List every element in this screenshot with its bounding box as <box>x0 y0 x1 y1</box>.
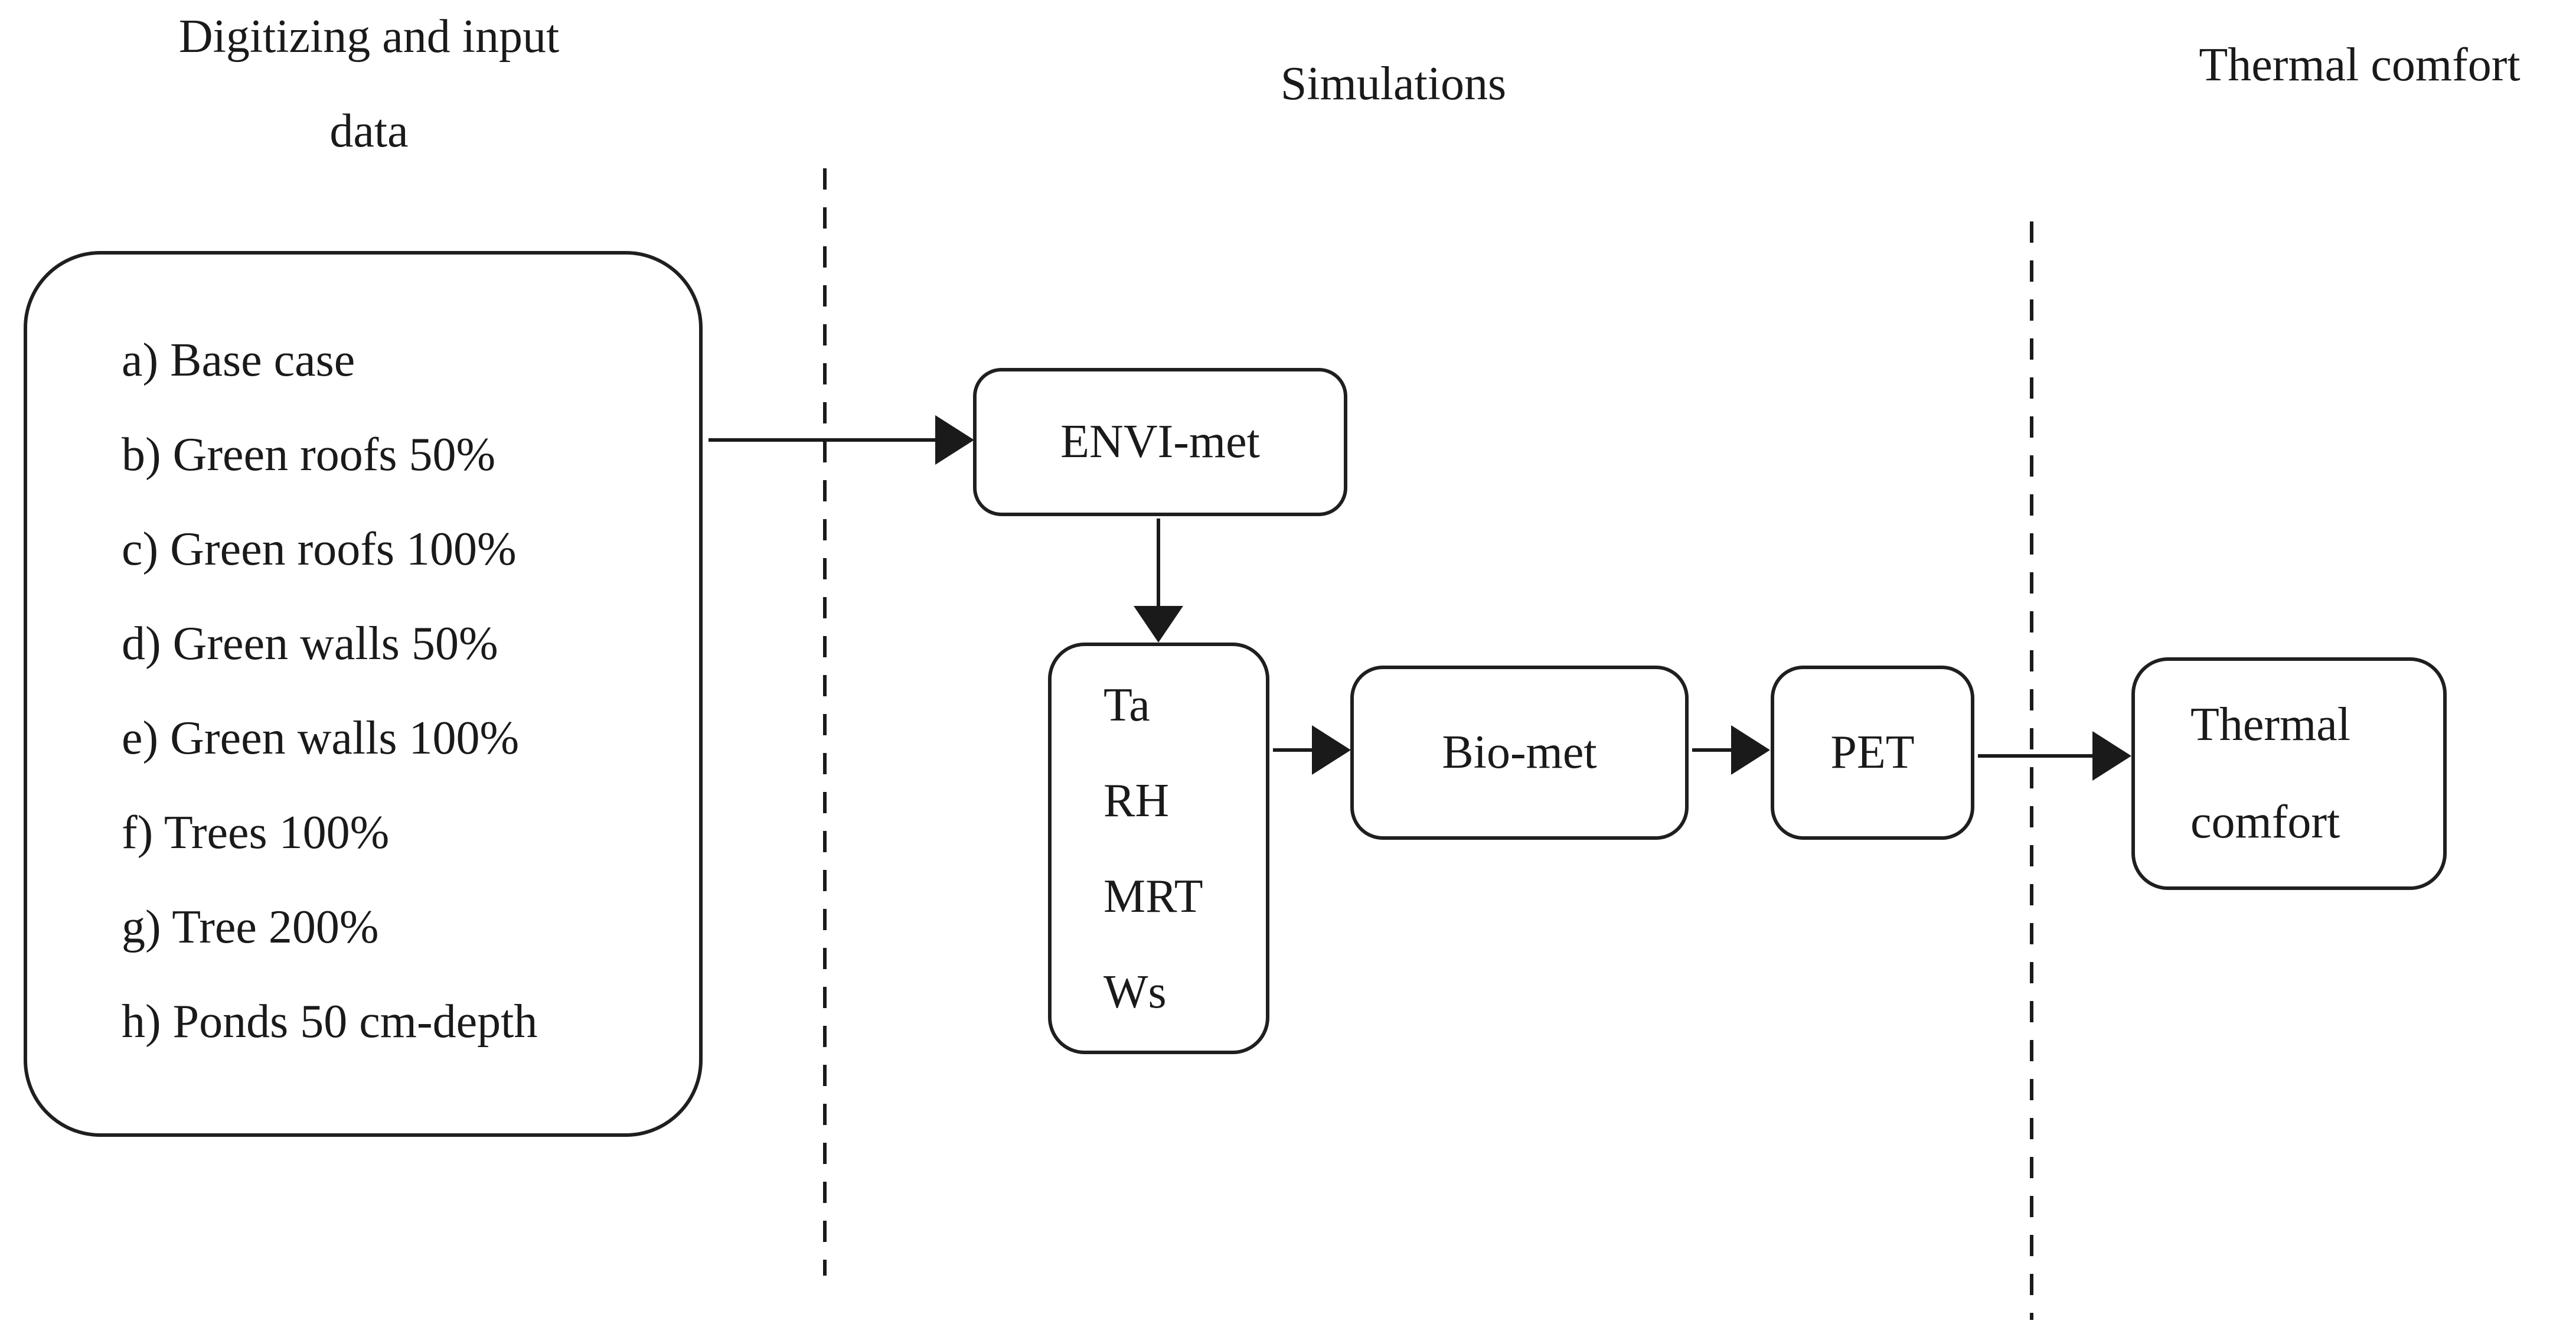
envimet-box: ENVI-met <box>973 368 1347 516</box>
arrow-pet-to-thermal-shaft <box>1978 754 2094 758</box>
scenario-item-h: h) Ponds 50 cm-depth <box>122 996 538 1048</box>
thermal-comfort-line1: Thermal <box>2190 699 2350 751</box>
scenario-item-d: d) Green walls 50% <box>122 618 498 670</box>
output-mrt: MRT <box>1103 870 1203 922</box>
arrow-pet-to-thermal-head <box>2092 731 2131 781</box>
thermal-comfort-stack: Thermal comfort <box>2135 661 2443 886</box>
arrow-biomet-to-pet-head <box>1731 725 1770 775</box>
output-ws: Ws <box>1103 966 1167 1018</box>
scenario-item-b: b) Green roofs 50% <box>122 429 496 481</box>
scenario-item-c: c) Green roofs 100% <box>122 523 517 575</box>
scenario-item-a: a) Base case <box>122 334 355 386</box>
biomet-box: Bio-met <box>1350 666 1689 840</box>
section-title-simulations: Simulations <box>1280 58 1507 110</box>
scenario-item-g: g) Tree 200% <box>122 901 379 953</box>
output-ta: Ta <box>1103 679 1150 731</box>
divider-dashed-right <box>2030 221 2033 1320</box>
arrow-scenarios-to-envimet-head <box>935 415 974 465</box>
pet-box: PET <box>1771 666 1974 840</box>
arrow-scenarios-to-envimet-shaft <box>709 438 938 442</box>
arrow-envimet-to-outputs-head <box>1134 606 1183 643</box>
thermal-comfort-box: Thermal comfort <box>2131 657 2447 890</box>
scenario-list: a) Base case b) Green roofs 50% c) Green… <box>122 313 537 1069</box>
envimet-label: ENVI-met <box>1060 416 1260 468</box>
biomet-label: Bio-met <box>1442 726 1597 778</box>
scenario-item-e: e) Green walls 100% <box>122 712 520 764</box>
section-title-digitizing-line1: Digitizing and input <box>178 11 560 63</box>
scenario-item-f: f) Trees 100% <box>122 807 390 859</box>
output-rh: RH <box>1103 774 1170 827</box>
divider-dashed-left <box>823 168 827 1276</box>
outputs-box: Ta RH MRT Ws <box>1048 643 1269 1054</box>
arrow-biomet-to-pet-shaft <box>1692 748 1732 752</box>
outputs-stack: Ta RH MRT Ws <box>1052 646 1266 1051</box>
arrow-outputs-to-biomet-head <box>1312 725 1351 775</box>
scenarios-box: a) Base case b) Green roofs 50% c) Green… <box>24 251 703 1137</box>
pet-label: PET <box>1830 726 1915 778</box>
arrow-outputs-to-biomet-shaft <box>1273 748 1313 752</box>
thermal-comfort-line2: comfort <box>2190 796 2340 848</box>
section-title-digitizing-line2: data <box>329 105 409 157</box>
section-title-thermal-comfort: Thermal comfort <box>2199 39 2521 91</box>
arrow-envimet-to-outputs-shaft <box>1157 519 1160 607</box>
section-title-digitizing: Digitizing and input data <box>77 0 661 178</box>
